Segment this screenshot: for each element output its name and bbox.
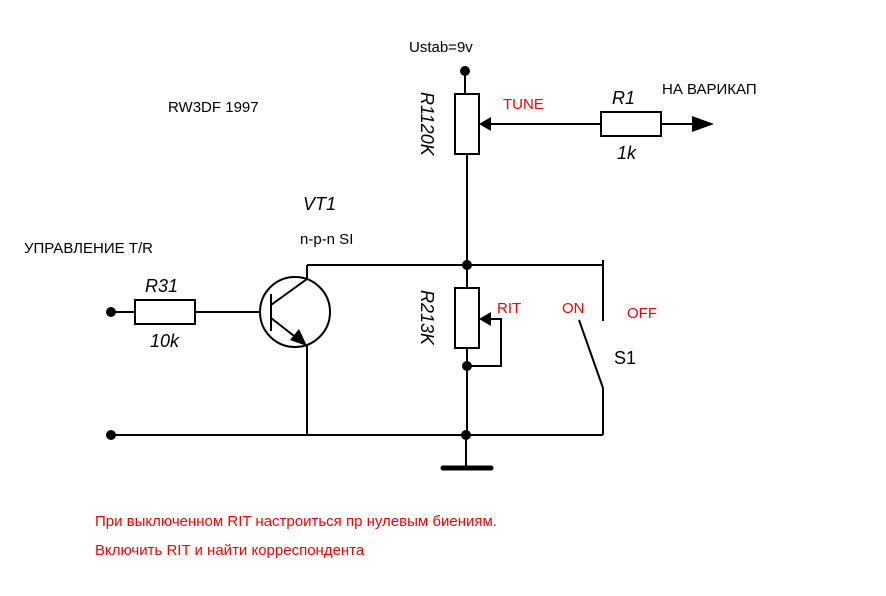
control-label: УПРАВЛЕНИЕ T/R bbox=[24, 240, 153, 257]
r31-designator: R31 bbox=[145, 276, 178, 296]
r11-wiper-arrow bbox=[479, 117, 491, 131]
vt1-designator: VT1 bbox=[303, 194, 336, 214]
r1-designator: R1 bbox=[612, 88, 635, 108]
junction-r2 bbox=[462, 361, 472, 371]
vt1-type: n-p-n SI bbox=[300, 231, 353, 248]
vt1-transistor bbox=[259, 276, 331, 348]
note-line-1: При выключенном RIT настроиться пр нулев… bbox=[95, 513, 497, 530]
r1-value: 1k bbox=[617, 143, 637, 163]
s1-lever bbox=[578, 319, 604, 389]
note-line-2: Включить RIT и найти корреспондента bbox=[95, 542, 365, 559]
s1-on-label: ON bbox=[562, 300, 585, 317]
author-label: RW3DF 1997 bbox=[168, 99, 259, 116]
r31-value: 10k bbox=[150, 331, 180, 351]
vt1-emitter-arrow bbox=[290, 329, 307, 346]
rit-label: RIT bbox=[497, 300, 521, 317]
r2-potentiometer bbox=[454, 287, 480, 349]
s1-off-label: OFF bbox=[627, 305, 657, 322]
r1-resistor bbox=[600, 111, 662, 137]
s1-designator: S1 bbox=[614, 348, 636, 368]
tune-label: TUNE bbox=[503, 96, 544, 113]
output-label: НА ВАРИКАП bbox=[662, 81, 757, 98]
output-arrow-icon bbox=[692, 116, 714, 132]
r31-resistor bbox=[134, 299, 196, 325]
r11-label: R1120K bbox=[417, 92, 437, 157]
wire-r2-wiper-loop bbox=[467, 318, 502, 367]
vt1-collector bbox=[270, 278, 308, 306]
r2-wiper-arrow bbox=[479, 312, 491, 326]
r11-potentiometer bbox=[454, 93, 480, 155]
supply-label: Ustab=9v bbox=[409, 39, 473, 56]
r2-label: R213K bbox=[417, 290, 437, 346]
